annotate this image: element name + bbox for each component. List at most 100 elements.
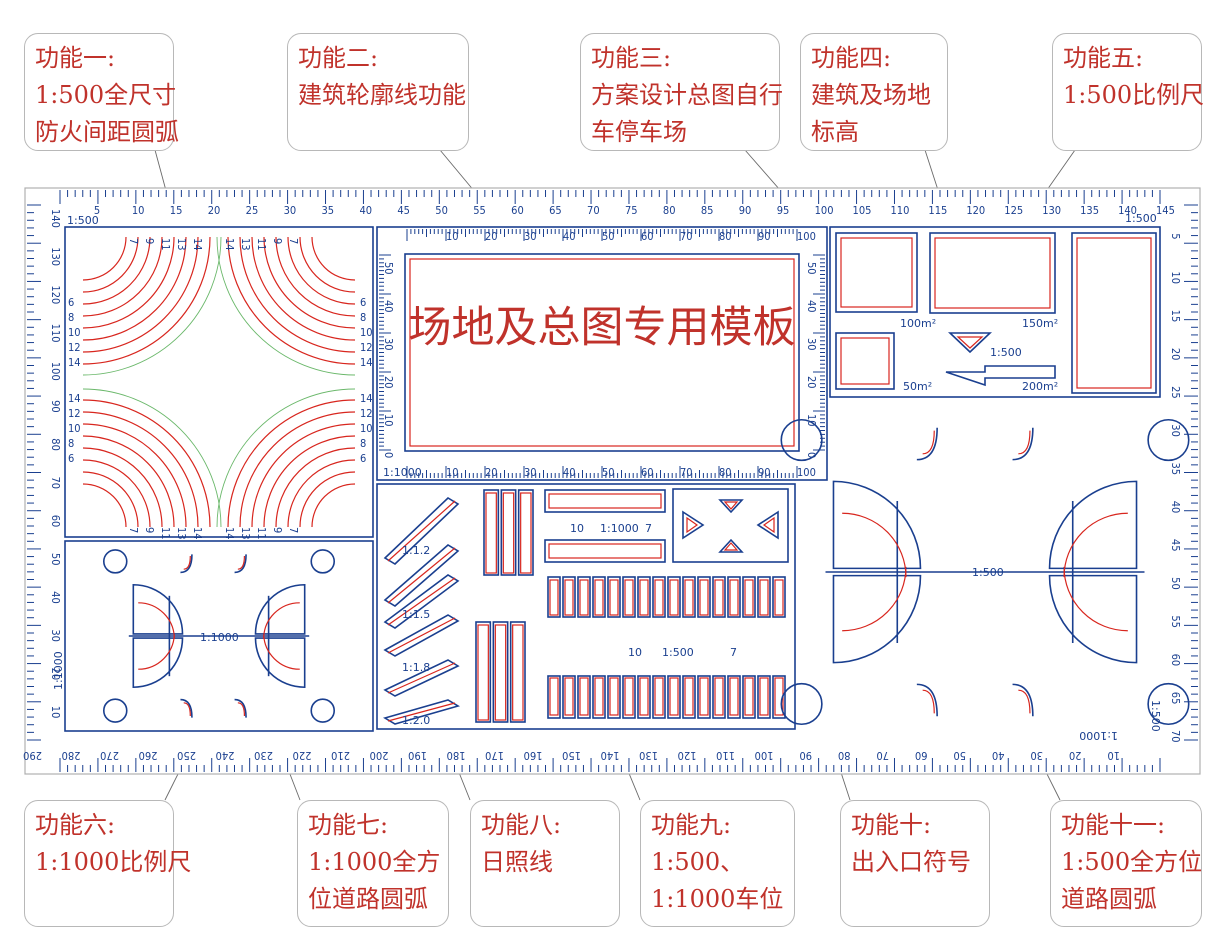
left-ruler-label: 70 [49,477,62,490]
parking-stall-inner [684,677,694,716]
area-100: 100m² [900,317,936,330]
parking-stall [652,675,666,719]
left-ruler-label: 120 [49,285,62,304]
title-ruler-top-label: 40 [563,230,576,243]
arc-number: 6 [68,296,74,309]
parking-stall [607,576,621,618]
arc-number: 8 [68,437,74,450]
parking-small-n1: 10 [570,522,584,535]
arc-number: 9 [143,527,156,533]
parking-stall-inner [669,677,679,716]
title-ruler-bottom-label: 90 [758,466,771,479]
road-arc-blue [1048,574,1138,664]
road-bend-inner [1018,689,1031,714]
top-ruler-label: 100 [815,204,834,217]
bottom-ruler-label: 10 [1107,749,1120,762]
top-ruler-label: 135 [1080,204,1099,217]
title-ruler-top-label: 100 [797,230,816,243]
title-ruler-top-label: 60 [641,230,654,243]
top-ruler-label: 55 [473,204,486,217]
title-ruler-right-label: 30 [805,338,818,351]
bottom-ruler-label: 20 [1069,749,1082,762]
parking-stall-inner [729,579,739,616]
arc-number: 11 [255,238,268,251]
arc-number: 13 [175,238,188,251]
parking-stall [607,675,621,719]
fire-arc [239,236,356,353]
title-ruler-left-label: 40 [382,300,395,313]
title-ruler-bottom-label: 60 [641,466,654,479]
callout-8-line-1: 功能八: [481,811,562,839]
road-arc-blue [132,637,184,689]
callout-function-8: 功能八: 日照线 [470,800,620,927]
arc-number: 9 [143,238,156,244]
top-ruler-label: 5 [94,204,100,217]
road-circle [310,549,336,574]
bottom-ruler-label: 230 [254,749,273,762]
arc-number: 7 [287,238,300,244]
fire-distance-arcs [82,236,356,528]
parking-stall-inner [699,579,709,616]
sun-line-inner [387,500,456,562]
road-bend-inner [183,556,191,570]
road-bend-inner [922,430,935,455]
callout-1-line-2: 1:500全尺寸 [35,81,177,109]
parking-stall [547,576,561,618]
parking-bar-inner [548,493,662,509]
parking-stall-inner [579,677,589,716]
title-ruler-bottom-label: 70 [680,466,693,479]
road-bend-inner [237,702,246,716]
parking-large-scale: 1:500 [662,646,694,659]
parking-stall-inner [639,579,649,616]
right-ruler-label: 65 [1169,692,1182,705]
left-ruler-label: 40 [49,591,62,604]
parking-stall-inner [564,677,574,716]
title-ruler-top-label: 10 [446,230,459,243]
callout-7-line-1: 功能七: [308,811,389,839]
fire-arc [287,236,356,305]
bottom-ruler-label: 120 [678,749,697,762]
title-ruler-top-label: 30 [524,230,537,243]
sun-line [383,614,460,657]
title-ruler-left-label: 20 [382,376,395,389]
arc-number: 8 [360,437,366,450]
sun-line [383,497,460,565]
right-ruler-label: 30 [1169,424,1182,437]
callout-9-line-1: 功能九: [651,811,732,839]
outline-window-inner [409,258,795,447]
callout-function-2: 功能二: 建筑轮廓线功能 [287,33,469,151]
area-50: 50m² [903,380,932,393]
top-ruler-label: 20 [208,204,221,217]
parking-stall [509,621,526,723]
bottom-ruler-label: 160 [524,749,543,762]
title-ruler-right-label: 20 [805,376,818,389]
callout-6-line-2: 1:1000比例尺 [35,848,192,876]
parking-stall-inner [639,677,649,716]
parking-stall [682,675,696,719]
parking-stalls [475,489,786,723]
fire-arc [263,435,356,528]
bottom-ruler-label: 270 [100,749,119,762]
road-bend [916,427,938,461]
top-ruler-label: 145 [1156,204,1175,217]
road-arc-red [1063,512,1128,578]
parking-stall-inner [744,677,754,716]
fire-arc [251,423,356,528]
fire-arc [82,236,163,317]
title-ruler-panel [376,226,828,481]
entrance-triangles [682,499,779,553]
top-ruler-label: 25 [246,204,259,217]
arc-number: 12 [360,407,373,420]
parking-stall [697,576,711,618]
callout-4-line-3: 标高 [811,118,859,146]
parking-stall [517,489,534,576]
fire-arc-outer [216,236,356,376]
fire-arc [82,236,211,365]
right-ruler-label: 50 [1169,577,1182,590]
title-ruler-left-label: 0 [382,452,395,458]
road-arc-blue [132,583,184,635]
fire-arc [227,399,356,528]
title-ruler-left-label: 50 [382,262,395,275]
